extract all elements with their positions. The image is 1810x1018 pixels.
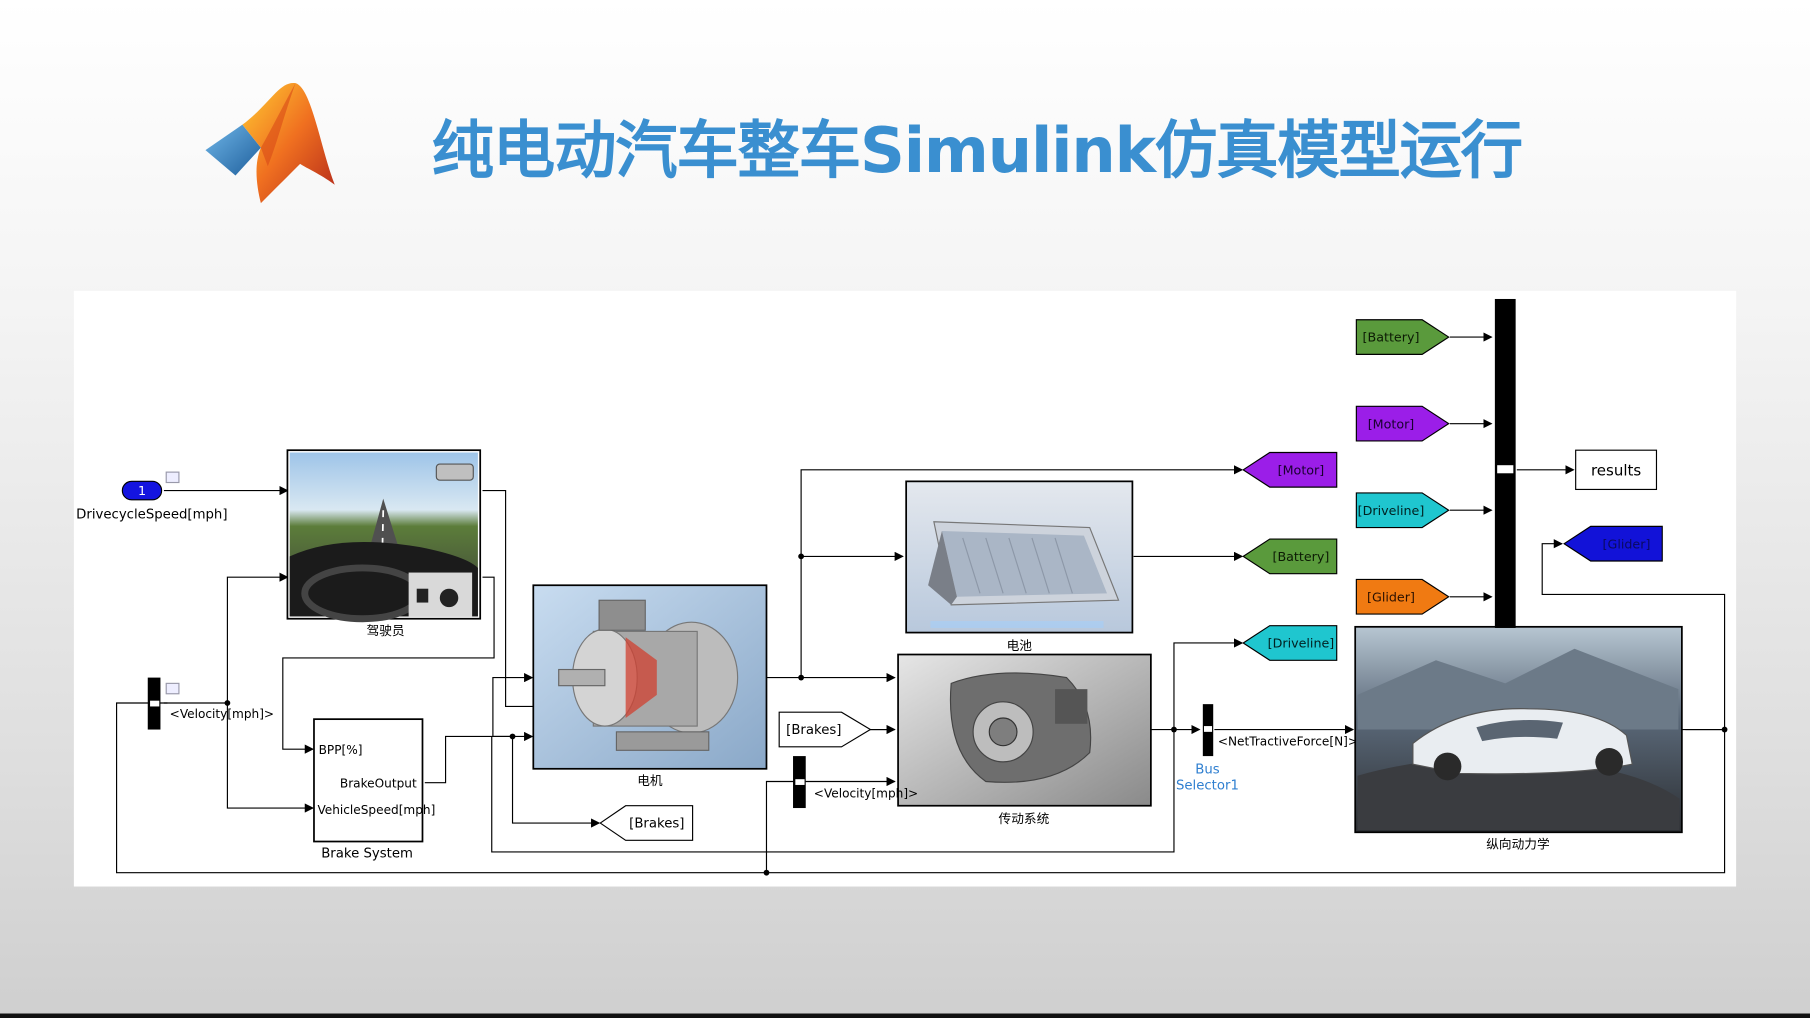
goto-driveline[interactable]: [Driveline] [1242,625,1338,661]
net-tractive-force-signal: <NetTractiveForce[N]> [1218,735,1358,749]
bottom-bar [0,1013,1810,1018]
brakes-from-block[interactable]: [Brakes] [778,711,872,748]
from-battery-label: [Battery] [1363,330,1420,345]
from-glider-label: [Glider] [1367,589,1415,604]
battery-caption: 电池 [1007,638,1033,653]
driveline-caption: 传动系统 [999,811,1050,826]
goto-glider-label: [Glider] [1603,536,1651,551]
from-driveline-label: [Driveline] [1358,503,1425,518]
brake-system-caption: Brake System [321,847,413,862]
port-vehicle-speed: VehicleSpeed[mph] [317,803,435,817]
bus-creator[interactable] [1494,298,1516,628]
signal-lines [116,332,1726,874]
from-driveline[interactable]: [Driveline] [1355,492,1450,529]
driver-block[interactable] [286,449,482,623]
velocity-bus-selector-2[interactable] [793,756,806,809]
bus-selector-caption-1: Bus [1195,762,1220,777]
bus-selector-caption-2: Selector1 [1176,779,1239,794]
goto-driveline-label: [Driveline] [1268,636,1335,651]
inport-block[interactable]: 1 [121,471,180,501]
goto-battery-label: [Battery] [1273,549,1330,564]
results-label: results [1591,462,1641,480]
vehicle-block[interactable] [1354,625,1683,834]
goto-motor-label: [Motor] [1278,462,1325,477]
from-glider[interactable]: [Glider] [1355,578,1450,615]
goto-battery[interactable]: [Battery] [1242,538,1338,575]
inport-label: DrivecycleSpeed[mph] [76,507,227,522]
goto-motor[interactable]: [Motor] [1242,451,1338,488]
from-battery[interactable]: [Battery] [1355,319,1450,355]
driver-caption: 驾驶员 [367,623,405,638]
from-motor-label: [Motor] [1368,416,1415,431]
page-title: 纯电动汽车整车Simulink仿真模型运行 [431,114,1523,188]
vehicle-caption: 纵向动力学 [1486,836,1549,851]
port-bpp: BPP[%] [319,743,363,757]
simulink-canvas: 1 DrivecycleSpeed[mph] 驾驶员 <Velocity[mph… [73,290,1737,887]
motor-caption: 电机 [637,773,663,788]
velocity-signal-1: <Velocity[mph]> [170,707,274,721]
signal-junctions [224,553,1728,876]
driveline-block[interactable] [897,653,1152,807]
velocity-bus-selector-1[interactable] [147,677,180,730]
matlab-logo [205,82,335,204]
simulink-diagram: 1 DrivecycleSpeed[mph] 驾驶员 <Velocity[mph… [76,298,1728,876]
brake-system-block[interactable]: BPP[%] BrakeOutput VehicleSpeed[mph] [313,718,435,843]
results-block[interactable]: results [1575,449,1658,491]
port-brake-output: BrakeOutput [340,776,417,790]
goto-glider[interactable]: [Glider] [1563,525,1663,562]
inport-number: 1 [138,483,146,498]
net-force-bus-selector[interactable] [1202,704,1214,757]
velocity-signal-2: <Velocity[mph]> [814,787,918,801]
brakes-goto-block[interactable]: [Brakes] [599,805,694,841]
brakes-from-label: [Brakes] [786,723,841,738]
battery-block[interactable] [905,480,1134,634]
motor-block[interactable] [532,584,768,770]
brakes-goto-label: [Brakes] [629,817,684,832]
from-motor[interactable]: [Motor] [1355,405,1450,442]
